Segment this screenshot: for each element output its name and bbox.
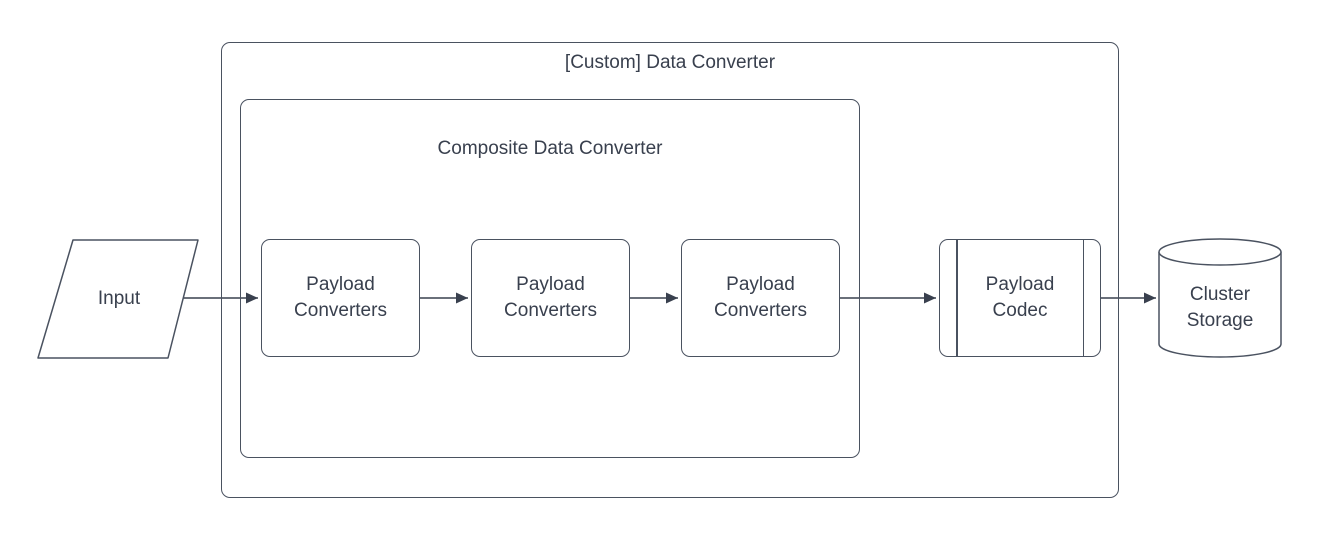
payload-converters-label-1: Payload Converters	[294, 274, 387, 321]
input-node: Input	[36, 238, 202, 360]
composite-data-converter-title: Composite Data Converter	[437, 138, 663, 159]
payload-converters-node-1: Payload Converters	[261, 239, 420, 357]
codec-left-bar	[956, 240, 958, 356]
payload-converters-label-2: Payload Converters	[504, 274, 597, 321]
payload-converters-node-2: Payload Converters	[471, 239, 630, 357]
cylinder-shape	[1158, 238, 1282, 358]
input-label: Input	[97, 288, 141, 309]
payload-codec-label: Payload Codec	[985, 274, 1055, 321]
cluster-storage-label: Cluster Storage	[1186, 284, 1254, 331]
cluster-storage-node: Cluster Storage	[1158, 237, 1282, 359]
custom-data-converter-title: [Custom] Data Converter	[564, 52, 776, 73]
custom-data-converter-container: [Custom] Data Converter	[221, 42, 1119, 498]
parallelogram-shape	[37, 239, 199, 359]
payload-codec-node: Payload Codec	[939, 239, 1101, 357]
composite-data-converter-container: Composite Data Converter	[240, 99, 860, 458]
payload-converters-node-3: Payload Converters	[681, 239, 840, 357]
codec-right-bar	[1082, 240, 1084, 356]
payload-converters-label-3: Payload Converters	[714, 274, 807, 321]
